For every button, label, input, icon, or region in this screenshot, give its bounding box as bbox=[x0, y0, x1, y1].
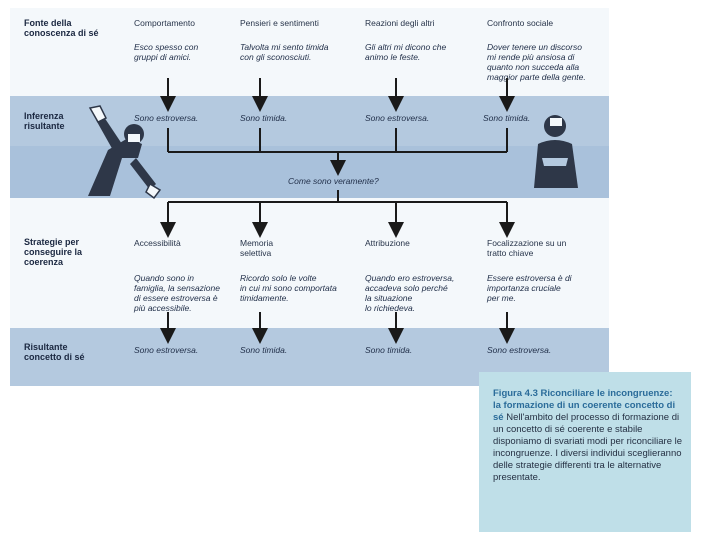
figure-caption: Figura 4.3 Riconciliare le incongruenze:… bbox=[479, 372, 691, 532]
extrovert-figure-icon bbox=[88, 106, 160, 198]
introvert-figure-icon bbox=[534, 115, 578, 188]
connector-arrows bbox=[10, 8, 609, 386]
caption-text: Figura 4.3 Riconciliare le incongruenze:… bbox=[493, 388, 683, 484]
caption-body: Nell'ambito del processo di formazione d… bbox=[493, 412, 682, 483]
self-concept-diagram: Fonte della conoscenza di sé Inferenza r… bbox=[10, 8, 609, 386]
